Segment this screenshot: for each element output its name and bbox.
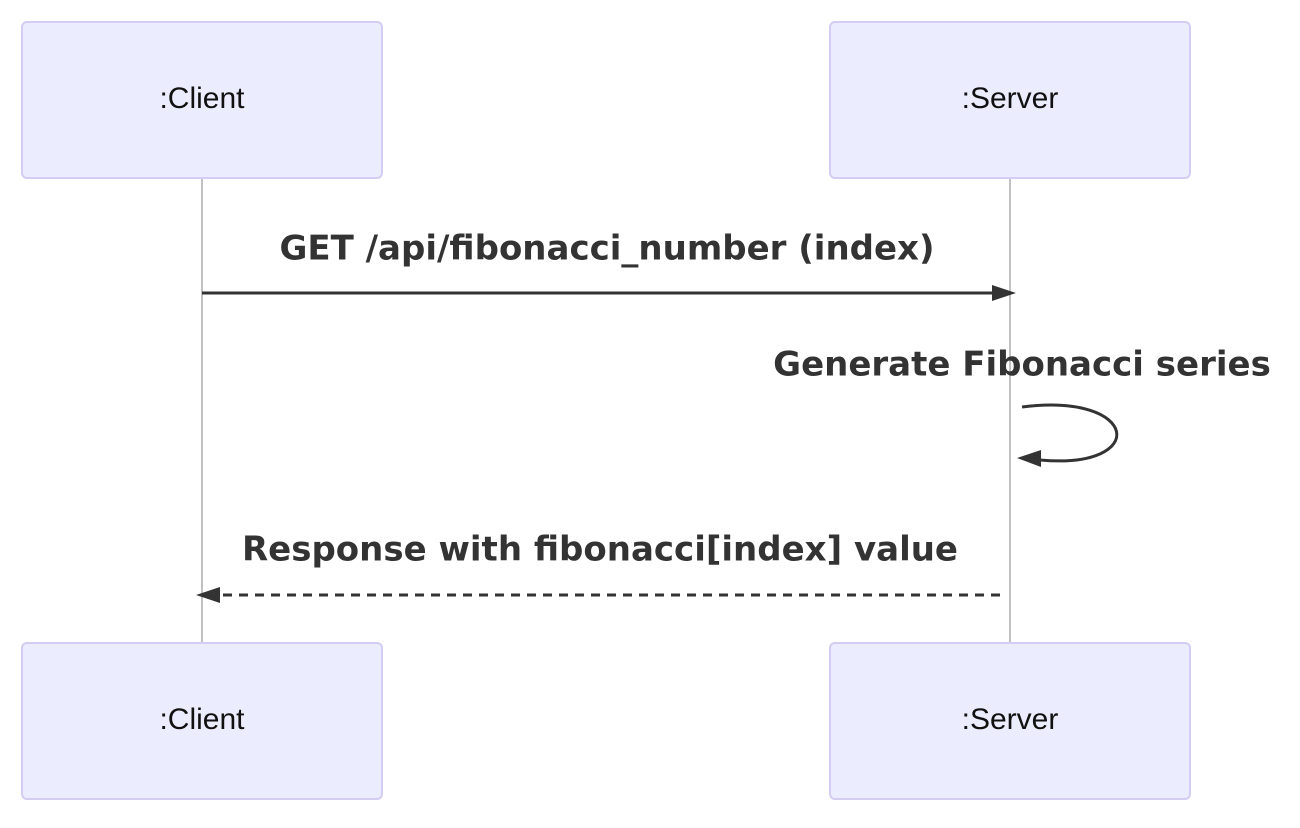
message-request: GET /api/fibonacci_number (index): [202, 229, 1016, 301]
client-actor-bottom-label: :Client: [159, 703, 245, 736]
client-actor-bottom: :Client: [21, 642, 383, 800]
message-self-call-loop: [1021, 403, 1119, 463]
message-request-arrowhead: [992, 285, 1016, 301]
client-actor-top: :Client: [21, 21, 383, 179]
client-actor-top-label: :Client: [159, 82, 245, 115]
server-actor-bottom: :Server: [829, 642, 1191, 800]
message-response-label: Response with fibonacci[index] value: [242, 530, 958, 570]
message-response-arrowhead: [196, 587, 220, 603]
server-actor-top: :Server: [829, 21, 1191, 179]
server-actor-bottom-label: :Server: [962, 703, 1059, 736]
message-response: Response with fibonacci[index] value: [196, 530, 1000, 603]
server-actor-top-label: :Server: [962, 82, 1059, 115]
message-self-call-label: Generate Fibonacci series: [773, 345, 1271, 385]
message-self-call-arrowhead: [1017, 450, 1041, 467]
message-self-call: Generate Fibonacci series: [773, 345, 1271, 467]
message-request-label: GET /api/fibonacci_number (index): [279, 229, 934, 269]
